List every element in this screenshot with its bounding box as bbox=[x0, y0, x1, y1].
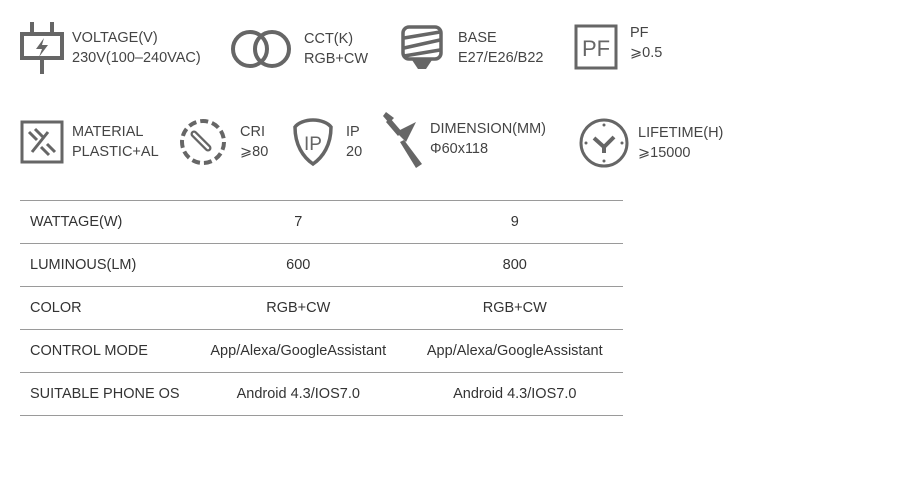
cell-9w: 9 bbox=[406, 200, 623, 244]
cell-7w: 7 bbox=[190, 200, 407, 244]
plug-icon bbox=[20, 22, 64, 74]
thermometer-icon bbox=[180, 119, 226, 165]
spec-value: 20 bbox=[346, 144, 363, 160]
spec-cri: CRI ⩾80 bbox=[178, 117, 268, 167]
cell-9w: App/Alexa/GoogleAssistant bbox=[406, 329, 623, 373]
spec-label: LIFETIME(H) bbox=[638, 125, 724, 141]
spec-value: ⩾0.5 bbox=[630, 45, 663, 61]
cell-7w: App/Alexa/GoogleAssistant bbox=[190, 329, 407, 373]
material-icon bbox=[20, 120, 64, 164]
svg-text:PF: PF bbox=[582, 36, 610, 61]
spec-material: MATERIAL PLASTIC+AL bbox=[20, 120, 159, 164]
spec-cct: CCT(K) RGB+CW bbox=[230, 28, 368, 70]
spec-lifetime: LIFETIME(H) ⩾15000 bbox=[578, 117, 723, 169]
cell-9w: RGB+CW bbox=[406, 286, 623, 330]
svg-text:IP: IP bbox=[304, 134, 322, 155]
cell-9w: 800 bbox=[406, 243, 623, 287]
spec-label: MATERIAL bbox=[72, 124, 144, 140]
row-label: WATTAGE(W) bbox=[20, 200, 190, 244]
spec-value: RGB+CW bbox=[304, 51, 369, 67]
pf-icon: PF bbox=[574, 24, 618, 70]
bulb-base-icon bbox=[401, 25, 443, 69]
spec-label: IP bbox=[346, 124, 360, 140]
row-label: CONTROL MODE bbox=[20, 329, 190, 373]
row-label: COLOR bbox=[20, 286, 190, 330]
spec-dimension: DIMENSION(MM) Φ60x118 bbox=[382, 110, 546, 168]
rings-icon bbox=[231, 30, 291, 68]
spec-value: ⩾80 bbox=[240, 144, 269, 160]
spec-label: DIMENSION(MM) bbox=[430, 121, 546, 137]
row-label: SUITABLE PHONE OS bbox=[20, 372, 190, 416]
spec-value: ⩾15000 bbox=[638, 145, 691, 161]
cell-7w: 600 bbox=[190, 243, 407, 287]
cell-7w: RGB+CW bbox=[190, 286, 407, 330]
spec-label: BASE bbox=[458, 30, 497, 46]
spec-base: BASE E27/E26/B22 bbox=[400, 24, 543, 72]
dimension-icon bbox=[383, 112, 422, 168]
spec-value: PLASTIC+AL bbox=[72, 144, 159, 160]
spec-label: CRI bbox=[240, 124, 265, 140]
spec-value: 230V(100–240VAC) bbox=[72, 50, 201, 66]
cell-9w: Android 4.3/IOS7.0 bbox=[406, 372, 623, 416]
ip-shield-icon: IP bbox=[293, 118, 333, 167]
spec-label: PF bbox=[630, 25, 649, 41]
spec-pf: PF PF ⩾0.5 bbox=[574, 24, 662, 70]
row-label: LUMINOUS(LM) bbox=[20, 243, 190, 287]
spec-ip: IP IP 20 bbox=[292, 117, 362, 167]
cell-7w: Android 4.3/IOS7.0 bbox=[190, 372, 407, 416]
spec-label: CCT(K) bbox=[304, 31, 354, 47]
spec-voltage: VOLTAGE(V) 230V(100–240VAC) bbox=[20, 20, 201, 76]
clock-icon bbox=[579, 118, 629, 168]
spec-label: VOLTAGE(V) bbox=[72, 30, 158, 46]
spec-value: Φ60x118 bbox=[430, 141, 489, 157]
spec-value: E27/E26/B22 bbox=[458, 50, 544, 66]
